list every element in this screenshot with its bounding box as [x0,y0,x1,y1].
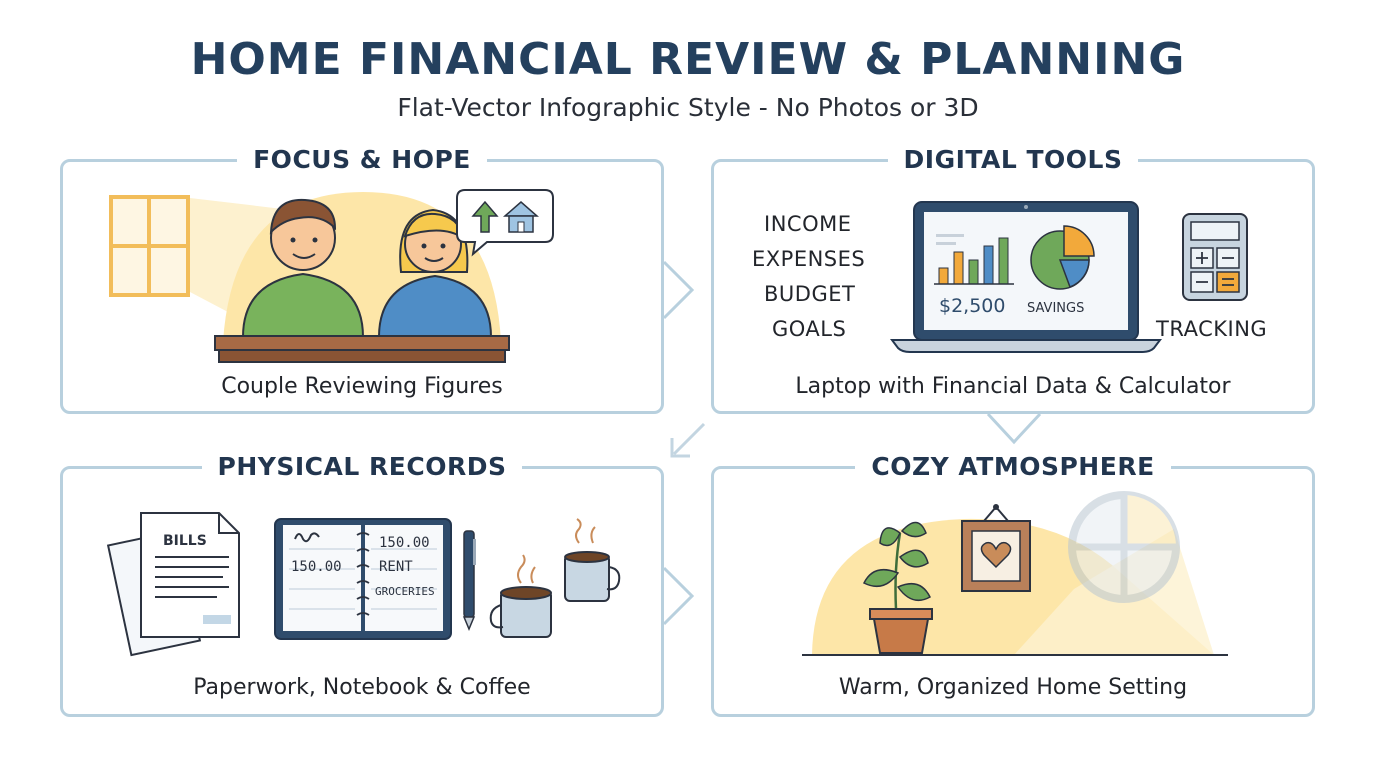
tracking-label: TRACKING [1156,317,1268,341]
panel-cozy-atmosphere: COZY ATMOSPHERE Warm, Organi [711,450,1315,717]
plant-icon [862,521,933,654]
notebook-left-amount: 150.00 [291,559,342,575]
notebook-right-rent: RENT [379,559,413,575]
page-title: HOME FINANCIAL REVIEW & PLANNING [190,34,1186,85]
page-subtitle: Flat-Vector Infographic Style - No Photo… [397,93,979,122]
records-illustration: BILLS 150.00 150.00 RENT GROCERIES [106,512,621,657]
speech-bubble-icon [456,189,554,257]
laptop-icon [890,201,1162,353]
connector-arrow-right-top [662,260,695,320]
notebook-right-amount: 150.00 [379,535,430,551]
man-figure [241,198,365,338]
bills-document-icon: BILLS [106,512,240,657]
home-setting-illustration [802,491,1228,656]
panel-caption: Warm, Organized Home Setting [838,675,1188,700]
house-icon [503,201,539,233]
window-icon [109,195,190,297]
list-item-goals: GOALS [772,317,847,341]
connector-arrow-down [986,412,1042,445]
spiral-binding [356,532,370,616]
table [214,335,510,363]
pen-icon [462,530,476,631]
panel-caption: Couple Reviewing Figures [221,374,503,399]
panel-caption: Paperwork, Notebook & Coffee [193,675,531,700]
panel-focus-hope: FOCUS & HOPE [60,143,664,414]
panel-heading: DIGITAL TOOLS [887,143,1139,177]
heart-icon [980,541,1012,569]
panel-heading: FOCUS & HOPE [237,143,487,177]
couple-illustration [109,189,554,363]
woman-figure [377,208,493,338]
panel-heading: PHYSICAL RECORDS [201,450,523,484]
connector-arrow-diagonal [670,422,706,458]
notebook-icon: 150.00 150.00 RENT GROCERIES [274,518,452,640]
bar-chart-icon [934,234,1014,285]
panel-physical-records: PHYSICAL RECORDS BILLS 150.00 150.00 REN… [60,450,664,717]
connector-arrow-right-bottom [662,566,695,626]
calculator-icon [1182,213,1248,301]
pie-chart-icon [1030,225,1095,290]
up-arrow-icon [471,200,499,233]
screen-amount: $2,500 [939,295,1005,317]
bills-label: BILLS [163,533,207,549]
coffee-mug-icon-2 [564,518,621,602]
notebook-right-groceries: GROCERIES [375,585,435,598]
list-item-expenses: EXPENSES [752,247,866,271]
panel-heading: COZY ATMOSPHERE [855,450,1171,484]
list-item-income: INCOME [764,212,852,236]
screen-label: SAVINGS [1027,301,1084,316]
coffee-mug-icon [489,554,552,638]
panel-digital-tools: DIGITAL TOOLS INCOME EXPENSES BUDGET GOA… [711,143,1315,414]
list-item-budget: BUDGET [764,282,856,306]
laptop-illustration: $2,500 SAVINGS [890,201,1248,353]
blurred-window-icon [1068,491,1180,603]
picture-frame-icon [961,504,1031,592]
panel-caption: Laptop with Financial Data & Calculator [795,374,1231,399]
